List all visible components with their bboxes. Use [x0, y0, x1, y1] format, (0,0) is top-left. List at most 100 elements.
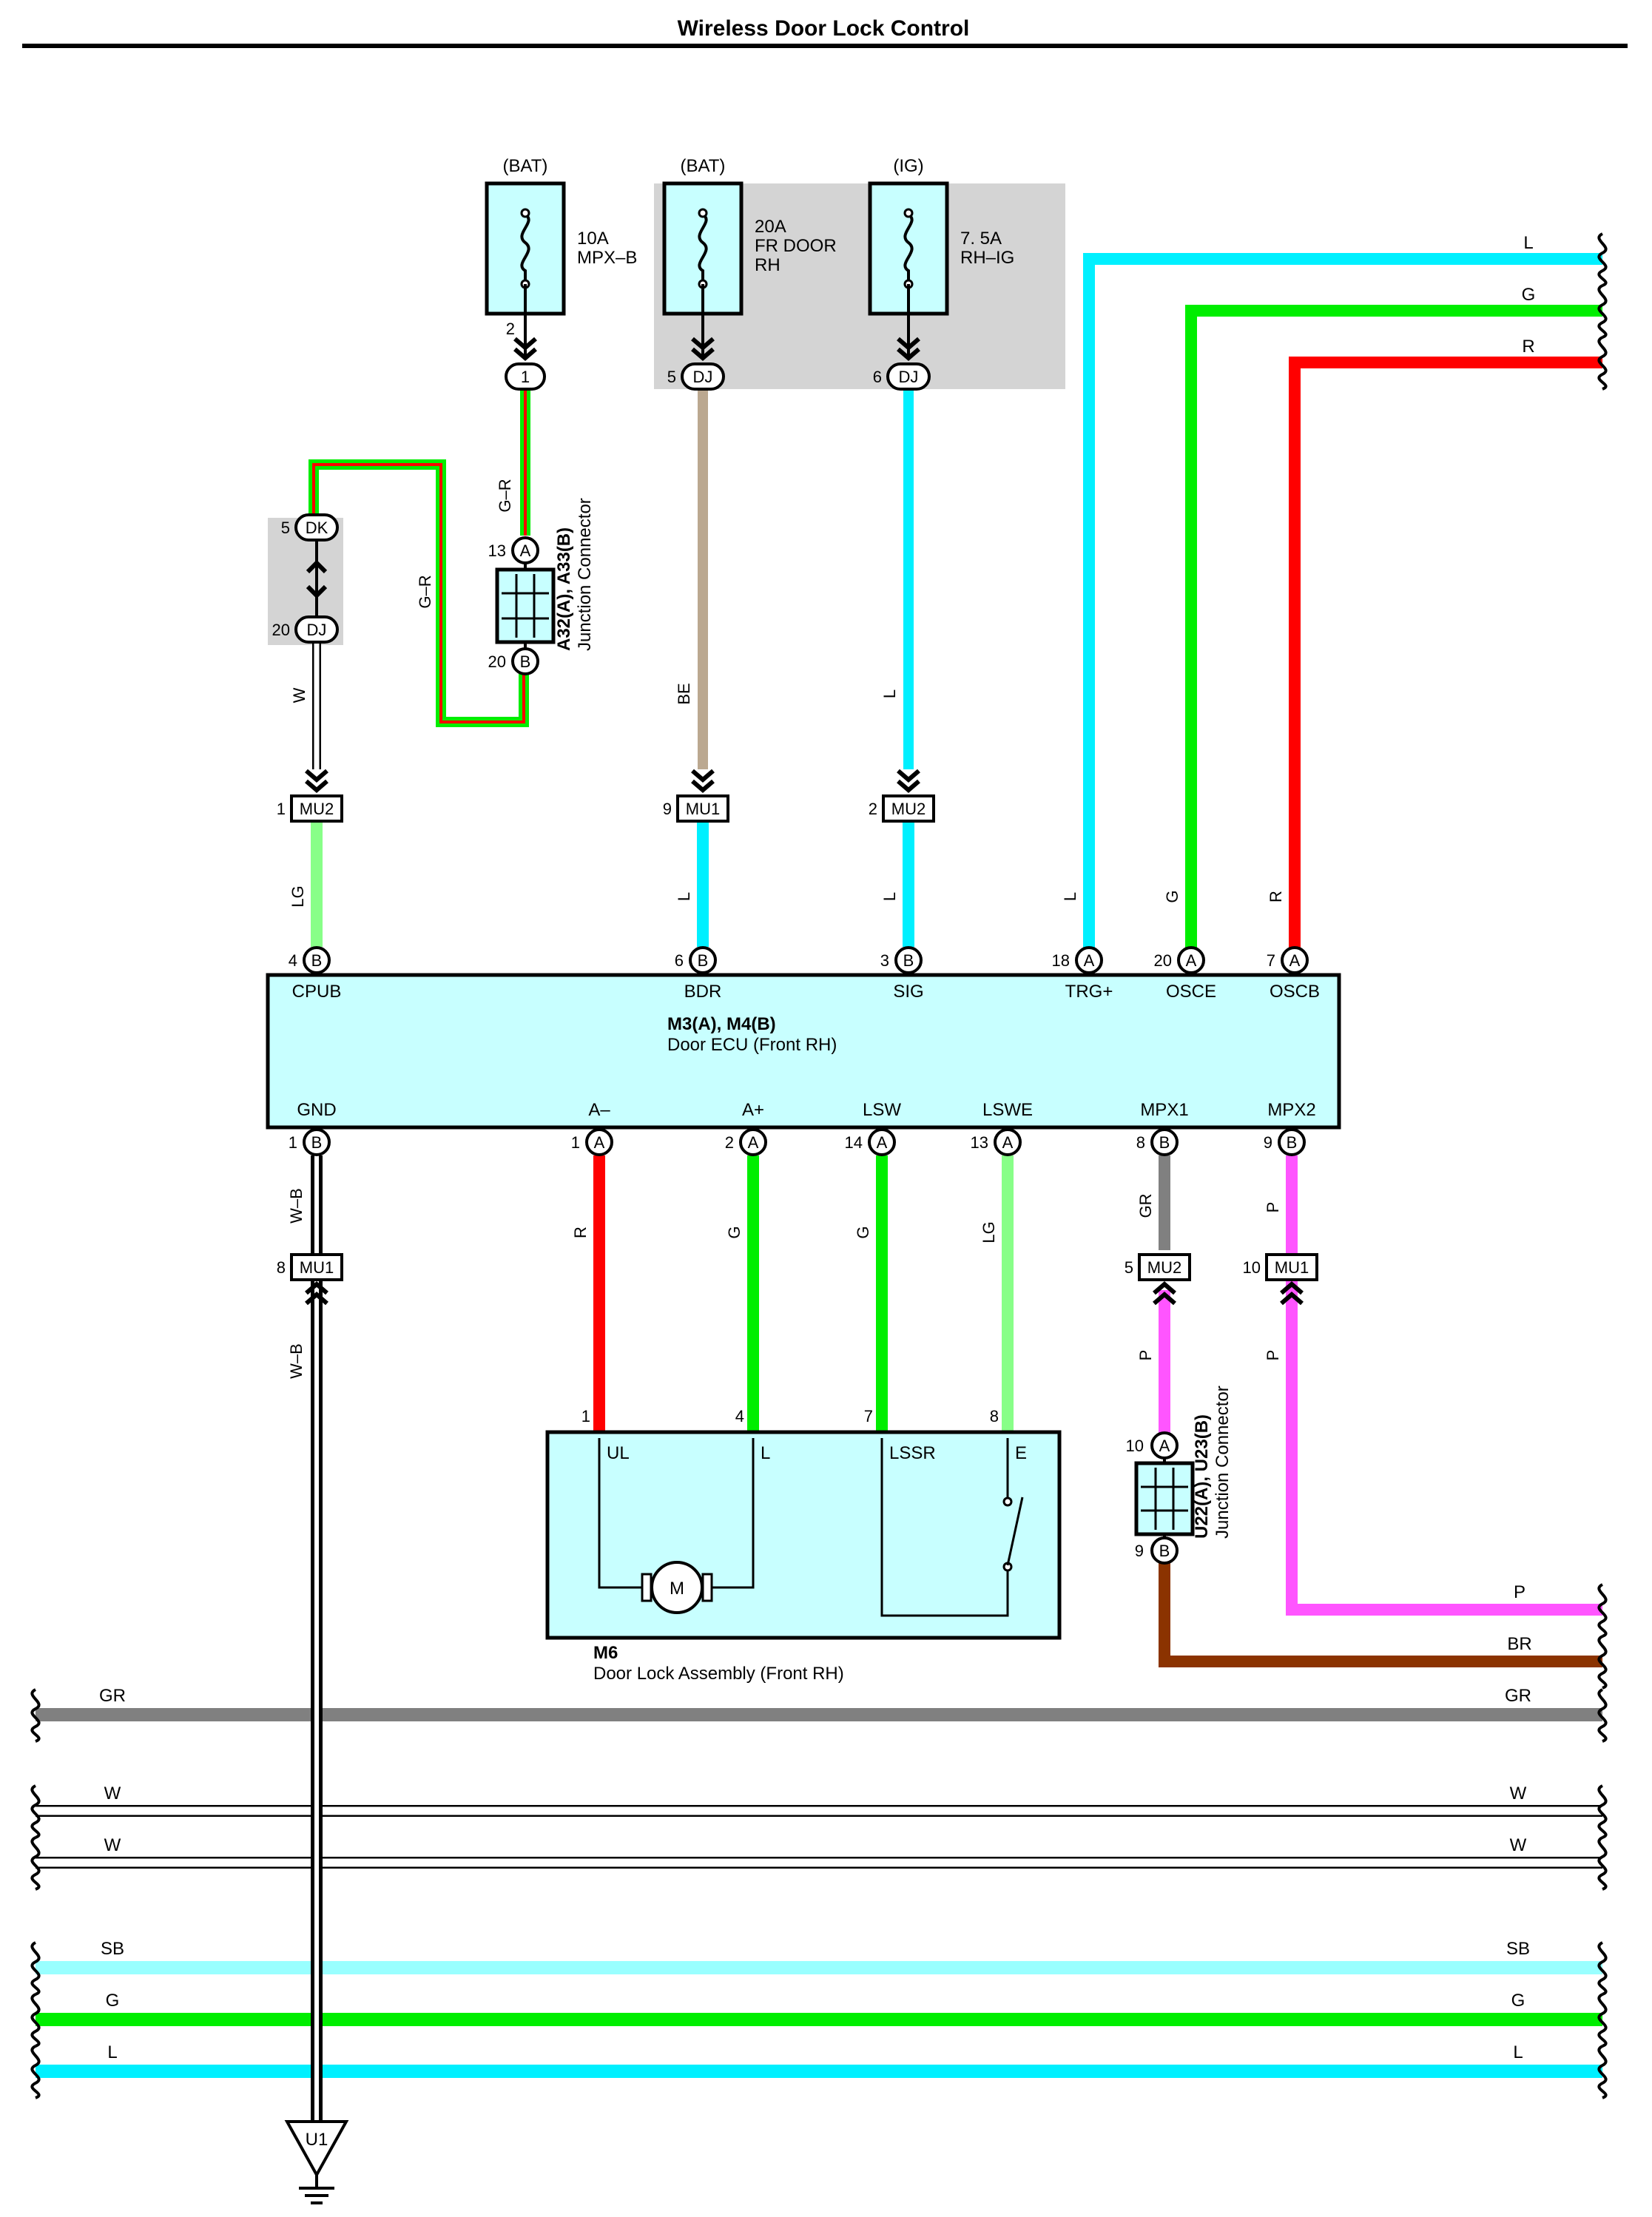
ecu-pin-osce: A 20 OSCE: [1154, 946, 1216, 1002]
bus-wire-g: G G: [36, 1991, 1602, 2026]
fuse-source: (BAT): [503, 156, 548, 176]
wire-w: W: [290, 644, 321, 769]
junction-desc: Junction Connector: [575, 498, 595, 651]
svg-text:A: A: [1289, 951, 1301, 970]
svg-text:13: 13: [488, 541, 506, 560]
svg-text:DJ: DJ: [307, 621, 327, 639]
ecu-pin-cpub: B 4 CPUB: [289, 946, 342, 1002]
svg-text:DJ: DJ: [899, 368, 919, 386]
fuse-source: (BAT): [681, 156, 726, 176]
wire-label: BR: [1507, 1634, 1531, 1654]
svg-text:U1: U1: [306, 2130, 328, 2150]
wire-mpx1-gr: GR: [1136, 1155, 1170, 1250]
connector-dj-5: DJ 5: [667, 362, 725, 391]
svg-text:A: A: [1186, 951, 1197, 970]
ecu-pin-oscb: A 7 OSCB: [1267, 946, 1320, 1002]
wire-label: R: [1522, 337, 1534, 357]
svg-text:A: A: [594, 1133, 605, 1152]
svg-text:A: A: [1002, 1133, 1014, 1152]
connector-mu2-1: MU2 1: [277, 794, 343, 823]
junction-desc: Junction Connector: [1213, 1386, 1233, 1539]
svg-text:W: W: [104, 1835, 121, 1855]
wire-label: P: [1264, 1202, 1282, 1213]
wire-gnd-w-b: W–B W–B: [287, 1155, 323, 2122]
ecu-pin-bdr: B 6 BDR: [675, 946, 722, 1002]
svg-text:B: B: [1159, 1133, 1170, 1152]
wire-label: L: [1061, 892, 1079, 901]
bus-wire-l: L L: [36, 2042, 1602, 2078]
connector-mu1-10: MU1 10: [1243, 1253, 1318, 1281]
ecu-pin-gnd: B 1: [289, 1128, 331, 1156]
connector-dj-6: DJ 6: [873, 362, 931, 391]
fuse-rating: 10A: [577, 229, 609, 249]
ecu-pin-a-minus: A 1: [571, 1128, 613, 1156]
svg-text:G: G: [1511, 1991, 1525, 2011]
svg-text:M: M: [670, 1579, 684, 1599]
svg-text:B: B: [1159, 1542, 1170, 1560]
svg-text:A–: A–: [588, 1100, 610, 1120]
wire-label: L: [880, 689, 899, 698]
door-ecu-front-rh: M3(A), M4(B) Door ECU (Front RH): [266, 973, 1341, 1130]
fuse-20a-fr-door-rh: (BAT) 20A FR DOOR RH: [662, 156, 837, 360]
svg-text:MU2: MU2: [1147, 1258, 1181, 1277]
wire-label: P: [1264, 1350, 1282, 1361]
door-lock-term: UL: [607, 1443, 630, 1463]
ecu-desc: Door ECU (Front RH): [667, 1035, 837, 1055]
svg-text:2: 2: [506, 320, 515, 338]
diagram-title: Wireless Door Lock Control: [678, 16, 970, 41]
door-lock-pin: 1: [581, 1407, 590, 1425]
wire-label: L: [675, 892, 693, 901]
svg-text:DJ: DJ: [693, 368, 713, 386]
fuse-icon: [903, 209, 914, 284]
wire-label: GR: [1136, 1194, 1155, 1218]
svg-text:8: 8: [277, 1258, 286, 1277]
wire-label: G–R: [416, 575, 434, 608]
svg-text:1: 1: [277, 800, 286, 818]
svg-text:A: A: [1159, 1437, 1170, 1455]
door-lock-term: LSSR: [889, 1443, 936, 1463]
svg-text:9: 9: [663, 800, 672, 818]
svg-text:A: A: [748, 1133, 759, 1152]
svg-text:B: B: [1287, 1133, 1298, 1152]
svg-text:GR: GR: [99, 1686, 126, 1706]
svg-text:20: 20: [488, 652, 506, 671]
wire-label: BE: [675, 683, 693, 704]
svg-text:L: L: [107, 2042, 117, 2062]
ecu-pin-lswe: A 13: [971, 1128, 1022, 1156]
door-lock-name: M6: [593, 1643, 618, 1663]
door-lock-term: L: [761, 1443, 770, 1463]
connector-mu1-8: MU1 8: [277, 1253, 343, 1281]
svg-text:GR: GR: [1505, 1686, 1531, 1706]
wire-l-sig: L: [880, 823, 914, 947]
svg-text:9: 9: [1264, 1133, 1272, 1152]
fuse-name: MPX–B: [577, 248, 637, 268]
svg-text:A+: A+: [742, 1100, 764, 1120]
wire-label: LG: [289, 885, 307, 907]
svg-text:6: 6: [873, 368, 882, 386]
door-lock-pin: 4: [735, 1407, 744, 1425]
wire-label: R: [1267, 891, 1285, 902]
ecu-pin-mpx2: B 9: [1264, 1128, 1306, 1156]
svg-text:L: L: [1513, 2042, 1523, 2062]
svg-text:B: B: [698, 951, 709, 970]
svg-text:B: B: [903, 951, 914, 970]
svg-text:B: B: [311, 1133, 323, 1152]
svg-text:W: W: [1510, 1784, 1527, 1803]
door-lock-pin: 8: [990, 1407, 999, 1425]
svg-text:MU2: MU2: [300, 800, 334, 818]
door-lock-desc: Door Lock Assembly (Front RH): [593, 1664, 844, 1684]
svg-text:1: 1: [521, 368, 530, 386]
svg-text:BDR: BDR: [684, 982, 722, 1002]
svg-text:CPUB: CPUB: [292, 982, 342, 1002]
svg-text:G: G: [106, 1991, 120, 2011]
ecu-pin-trg: A 18 TRG+: [1052, 946, 1113, 1002]
fuse-source: (IG): [893, 156, 923, 176]
ground-icon: [299, 2187, 334, 2204]
svg-text:W: W: [1510, 1835, 1527, 1855]
wire-l-bdr: L: [675, 823, 709, 947]
fuse-icon: [698, 209, 708, 284]
svg-text:MU1: MU1: [686, 800, 720, 818]
fuse-name: FR DOOR: [755, 236, 837, 256]
fuse-name-2: RH: [755, 255, 781, 275]
